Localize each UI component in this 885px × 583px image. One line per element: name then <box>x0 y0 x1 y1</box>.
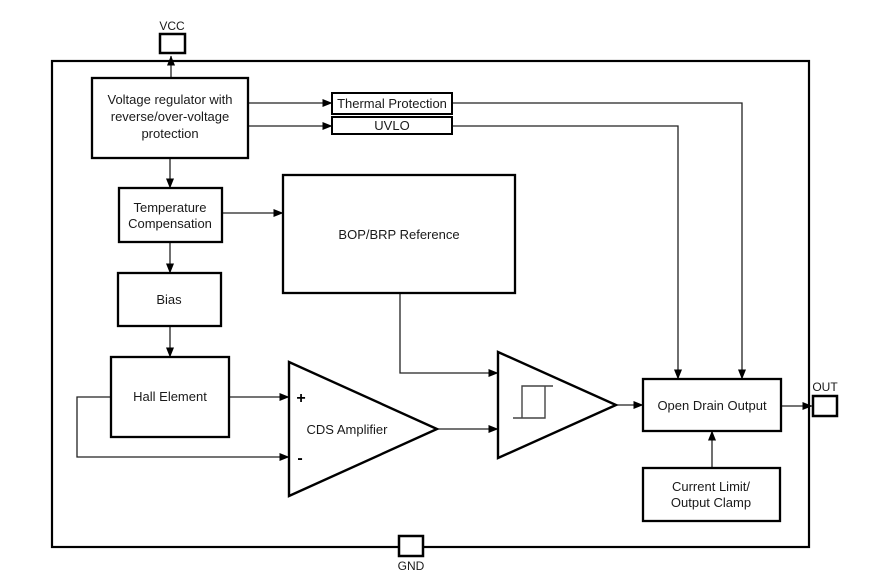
block-open-drain-output <box>641 377 783 433</box>
current-limit-label-line1: Current Limit/ <box>672 479 750 494</box>
gnd-pin <box>397 534 425 558</box>
voltage-regulator-label-line2: reverse/over-voltage <box>111 109 230 124</box>
vcc-pin-label: VCC <box>159 19 185 33</box>
wire-bop-brp-to-schmitt <box>399 293 499 377</box>
block-bop-brp-reference <box>281 173 517 295</box>
out-pin <box>811 394 839 418</box>
temp-comp-label-line2: Compensation <box>128 216 212 231</box>
block-schmitt-trigger <box>496 350 619 460</box>
uvlo-label: UVLO <box>374 118 409 133</box>
block-bias <box>116 271 223 328</box>
bop-brp-reference-label: BOP/BRP Reference <box>338 227 459 242</box>
amp-plus-input-label: + <box>296 390 305 407</box>
temp-comp-label-line1: Temperature <box>134 200 207 215</box>
wire-hall-to-amp-minus <box>76 396 290 461</box>
bias-label: Bias <box>156 292 182 307</box>
voltage-regulator-label-line1: Voltage regulator with <box>107 92 232 107</box>
hall-element-label: Hall Element <box>133 389 207 404</box>
thermal-protection-label: Thermal Protection <box>337 96 447 111</box>
amp-minus-input-label: - <box>297 450 302 467</box>
block-temperature-compensation <box>117 186 224 244</box>
block-current-limit-output-clamp <box>641 466 782 523</box>
open-drain-output-label: Open Drain Output <box>657 398 767 413</box>
wire-uvlo-to-open-drain <box>452 125 682 380</box>
hysteresis-icon <box>513 385 553 419</box>
cds-amplifier-label: CDS Amplifier <box>307 422 389 437</box>
wire-thermal-to-open-drain <box>452 102 746 380</box>
block-cds-amplifier <box>287 360 440 498</box>
block-thermal-protection <box>331 92 453 115</box>
block-uvlo <box>331 116 453 135</box>
ic-boundary <box>50 59 811 549</box>
block-voltage-regulator <box>90 76 250 160</box>
current-limit-label-line2: Output Clamp <box>671 495 751 510</box>
block-hall-element <box>109 355 231 439</box>
vcc-pin <box>158 32 187 55</box>
voltage-regulator-label-line3: protection <box>141 126 198 141</box>
out-pin-label: OUT <box>812 380 838 394</box>
gnd-pin-label: GND <box>398 559 425 573</box>
